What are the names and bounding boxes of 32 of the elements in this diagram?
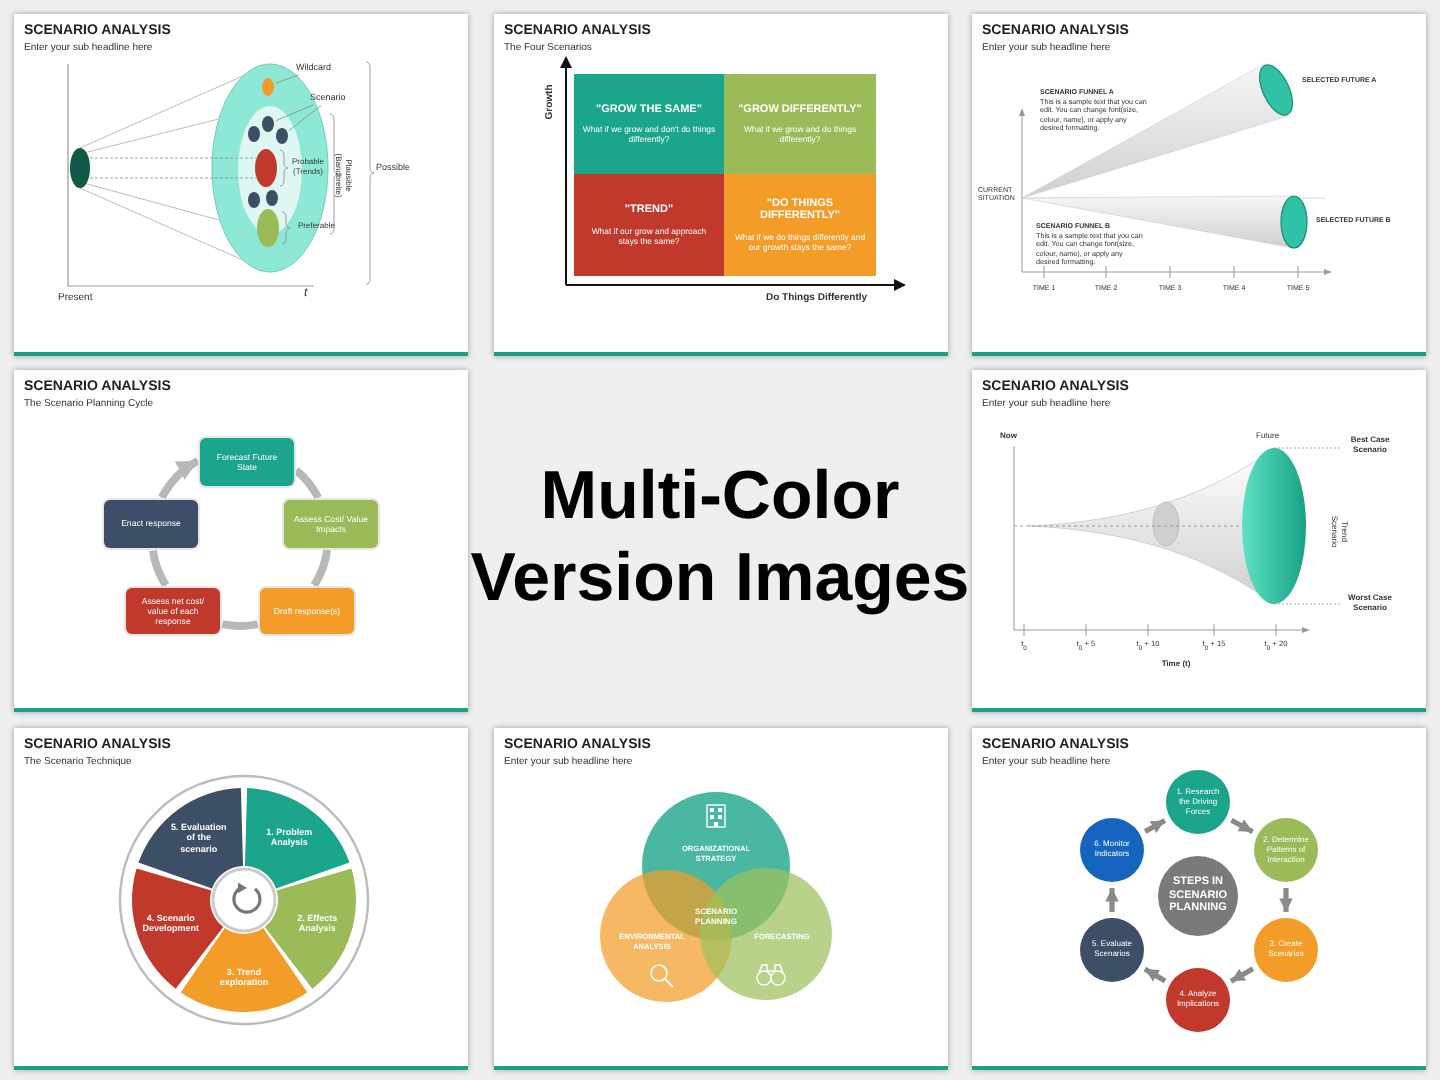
leader-line [275, 74, 299, 84]
step-box [260, 588, 354, 634]
step-arrow [1143, 966, 1167, 984]
ring-arc [221, 620, 259, 630]
quadrant-panel [724, 74, 876, 174]
slide-card [972, 370, 1426, 712]
slide-card [972, 14, 1426, 356]
step-arrow [1143, 818, 1167, 834]
step-box [104, 500, 198, 548]
slide-card [14, 728, 468, 1070]
step-box [200, 438, 294, 486]
slide-card [494, 728, 948, 1070]
ring-arc [310, 549, 332, 588]
ring-arc [293, 467, 322, 500]
quadrant-panel [574, 74, 724, 174]
ring-arrow [158, 457, 201, 500]
heading-text: Multi-Color Version Images [468, 456, 972, 620]
slide-card [972, 728, 1426, 1070]
leader-line [275, 104, 314, 122]
step-arrow [1230, 817, 1254, 835]
step-box [284, 500, 378, 548]
slide-card [14, 14, 468, 356]
leader-line [288, 105, 322, 131]
step-arrow [1105, 888, 1119, 912]
step-arrow [1229, 966, 1255, 984]
quadrant-panel [574, 174, 724, 276]
ring-arc [149, 549, 170, 588]
slide-card [494, 14, 948, 356]
step-box [126, 588, 220, 634]
slide-card [14, 370, 468, 712]
quadrant-panel [724, 174, 876, 276]
step-arrow [1279, 888, 1293, 912]
